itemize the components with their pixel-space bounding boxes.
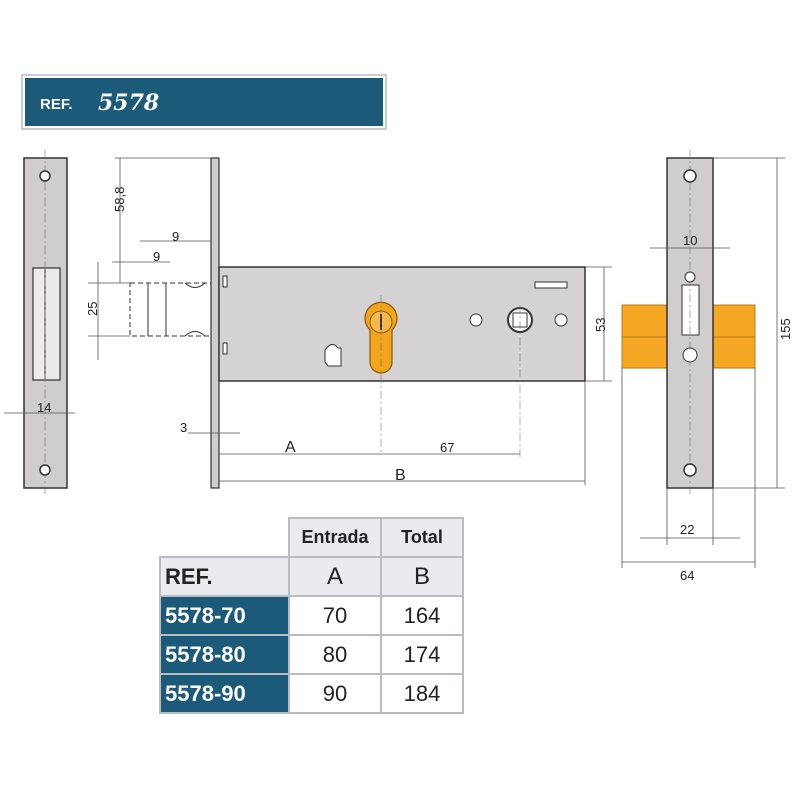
- table-row: 5578-80 80 174: [159, 634, 464, 675]
- row-a: 80: [288, 634, 382, 675]
- row-a: 90: [288, 673, 382, 714]
- dim-total: B: [395, 467, 406, 484]
- header-entrada: Entrada: [288, 517, 382, 558]
- dim-strike-width: 14: [37, 400, 51, 415]
- row-ref: 5578-80: [159, 634, 290, 675]
- row-b: 184: [380, 673, 464, 714]
- dim-body-height: 53: [593, 318, 608, 332]
- dim-bolt-throw-2: 9: [153, 249, 160, 264]
- banner-ref-label: REF.: [40, 96, 73, 113]
- dim-bolt-height: 25: [85, 302, 100, 316]
- dim-bolt-width: 10: [683, 233, 697, 248]
- header-ref: REF.: [159, 556, 290, 597]
- row-ref: 5578-70: [159, 595, 290, 636]
- header-b: B: [380, 556, 464, 597]
- table-row: 5578-70 70 164: [159, 595, 464, 636]
- header-total: Total: [380, 517, 464, 558]
- ref-banner: REF. 5578: [21, 74, 387, 130]
- dim-center-distance: 67: [440, 440, 454, 455]
- dim-overall-width: 64: [680, 568, 694, 583]
- latch-icon: [324, 344, 342, 367]
- dim-faceplate-thickness: 3: [180, 420, 187, 435]
- row-a: 70: [288, 595, 382, 636]
- row-b: 174: [380, 634, 464, 675]
- header-a: A: [288, 556, 382, 597]
- dimensions-table: Entrada Total REF. A B 5578-70 70 164 55…: [159, 517, 464, 714]
- screw-hole-icon: [39, 170, 51, 182]
- strike-plate-view: 14: [4, 150, 75, 495]
- table-row: 5578-90 90 184: [159, 673, 464, 714]
- screw-hole-icon: [39, 464, 51, 476]
- dim-backset-top: 58,8: [112, 187, 127, 212]
- row-b: 164: [380, 595, 464, 636]
- row-ref: 5578-90: [159, 673, 290, 714]
- dim-faceplate-width: 22: [680, 522, 694, 537]
- dim-bolt-throw-1: 9: [172, 229, 179, 244]
- banner-ref-number: 5578: [98, 90, 159, 116]
- lock-side-view: 58,8 9 9 25 3 A 67 B 53: [85, 157, 612, 489]
- dim-faceplate-height: 155: [778, 318, 793, 340]
- dim-entrada: A: [285, 439, 296, 456]
- bolt: [129, 282, 212, 337]
- lock-front-view: 155 10 22 64: [621, 150, 793, 583]
